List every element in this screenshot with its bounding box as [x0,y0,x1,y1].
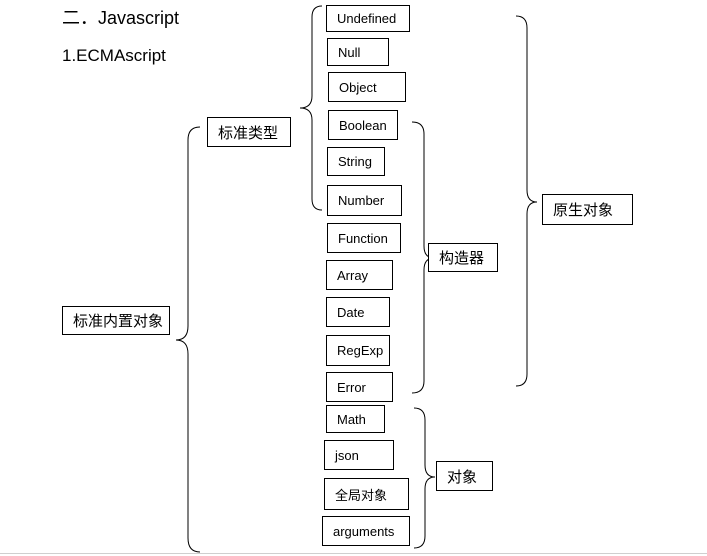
node-native-objects: 原生对象 [542,194,633,225]
item-math: Math [326,405,385,433]
item-string: String [327,147,385,176]
item-number: Number [327,185,402,216]
node-objects: 对象 [436,461,493,491]
node-standard-builtin-objects: 标准内置对象 [62,306,170,335]
item-undefined: Undefined [326,5,410,32]
item-boolean: Boolean [328,110,398,140]
item-regexp: RegExp [326,335,390,366]
item-error: Error [326,372,393,402]
section-title: 二．Javascript [62,8,180,28]
brace-standard-types [299,5,323,211]
item-function: Function [327,223,401,253]
node-constructors: 构造器 [428,243,498,272]
item-object: Object [328,72,406,102]
item-date: Date [326,297,390,327]
item-json: json [324,440,394,470]
subsection-title: 1.ECMAscript [62,46,166,65]
item-null: Null [327,38,389,66]
item-global-object: 全局对象 [324,478,409,510]
node-standard-types: 标准类型 [207,117,291,147]
brace-root [175,126,201,553]
item-array: Array [326,260,393,290]
item-arguments: arguments [322,516,410,546]
page-bottom-rule [0,553,707,554]
brace-native-objects [515,15,538,387]
brace-objects [413,407,436,549]
